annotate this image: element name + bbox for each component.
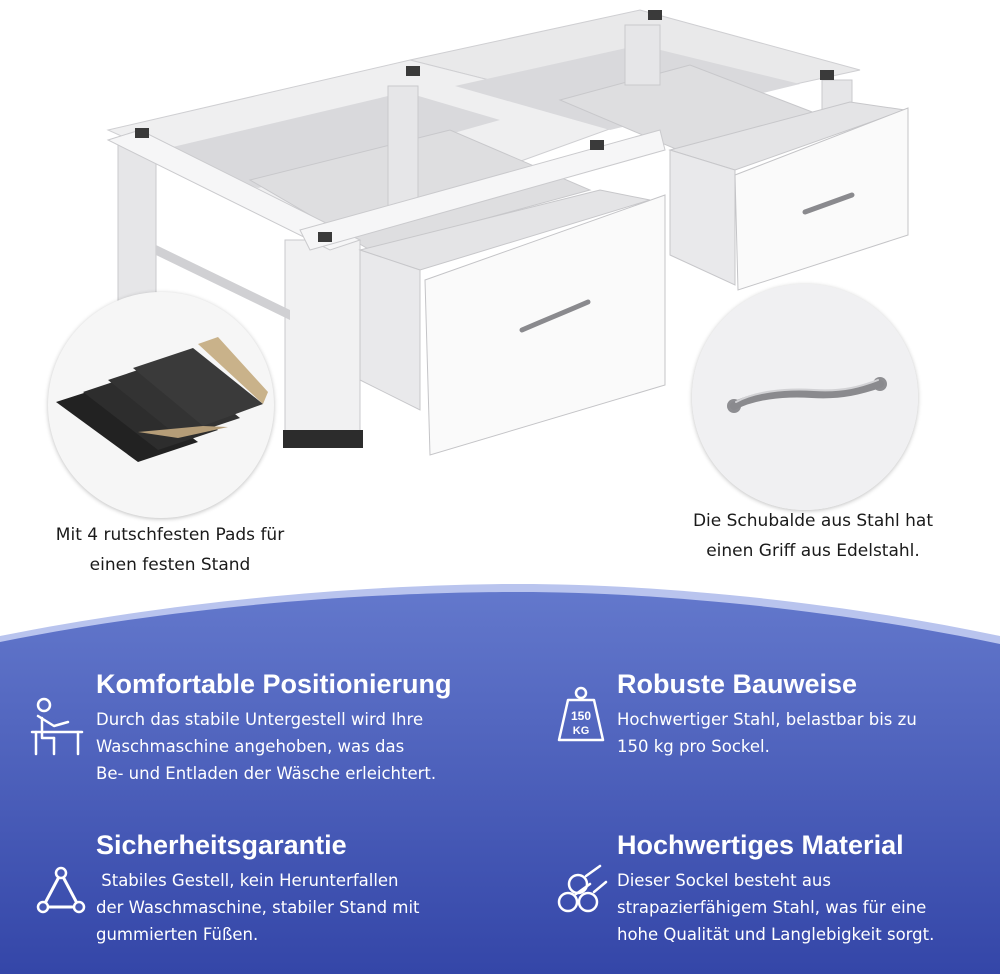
feature-comfortable-positioning: Komfortable Positionierung Durch das sta… [96, 668, 516, 787]
feature-text-line: Be- und Entladen der Wäsche erleichtert. [96, 764, 437, 783]
pads-caption: Mit 4 rutschfesten Pads für einen festen… [20, 520, 320, 580]
weight-icon-number: 150 [571, 709, 591, 723]
feature-title: Robuste Bauweise [617, 669, 858, 699]
feature-robust-construction: Robuste Bauweise Hochwertiger Stahl, bel… [617, 668, 977, 760]
drawer-handle-image [692, 284, 918, 510]
feature-text-line: Stabiles Gestell, kein Herunterfallen [96, 871, 399, 890]
feature-text-line: strapazierfähigem Stahl, was für eine [617, 898, 927, 917]
pads-caption-line-1: Mit 4 rutschfesten Pads für [55, 525, 285, 545]
feature-text: Stabiles Gestell, kein Herunterfallen de… [96, 867, 516, 948]
washing-machine-pedestal-image [106, 9, 909, 456]
weight-150kg-icon: 150 KG [557, 686, 605, 742]
feature-text: Hochwertiger Stahl, belastbar bis zu 150… [617, 706, 977, 760]
feature-text-line: der Waschmaschine, stabiler Stand mit [96, 898, 420, 917]
steel-pipes-icon [557, 864, 608, 913]
feature-safety-guarantee: Sicherheitsgarantie Stabiles Gestell, ke… [96, 829, 516, 948]
feature-text-line: Dieser Sockel besteht aus [617, 871, 831, 890]
band-background [0, 584, 1000, 974]
pads-caption-line-2: einen festen Stand [89, 555, 251, 575]
person-working-icon [30, 697, 84, 756]
rubber-pads-image [56, 337, 268, 462]
feature-title: Komfortable Positionierung [96, 669, 452, 699]
feature-text-line: hohe Qualität und Langlebigkeit sorgt. [617, 925, 935, 944]
handle-caption: Die Schubalde aus Stahl hat einen Griff … [648, 506, 978, 566]
stainless-handle-detail [692, 284, 918, 510]
feature-text-line: gummierten Füßen. [96, 925, 259, 944]
product-image-area: Mit 4 rutschfesten Pads für einen festen… [20, 9, 978, 580]
feature-text-line: Hochwertiger Stahl, belastbar bis zu [617, 710, 917, 729]
triangle-structure-icon [36, 866, 86, 914]
weight-icon-unit: KG [573, 725, 590, 737]
feature-text-line: Durch das stabile Untergestell wird Ihre [96, 710, 424, 729]
feature-text: Dieser Sockel besteht aus strapazierfähi… [617, 867, 987, 948]
handle-caption-line-2: einen Griff aus Edelstahl. [706, 541, 920, 561]
feature-band [0, 584, 1000, 974]
anti-slip-pads-detail [48, 292, 274, 518]
feature-title: Hochwertiges Material [617, 830, 904, 860]
feature-text-line: 150 kg pro Sockel. [617, 737, 770, 756]
feature-text: Durch das stabile Untergestell wird Ihre… [96, 706, 516, 787]
feature-text-line: Waschmaschine angehoben, was das [96, 737, 405, 756]
handle-caption-line-1: Die Schubalde aus Stahl hat [692, 511, 934, 531]
feature-high-quality-material: Hochwertiges Material Dieser Sockel best… [617, 829, 987, 948]
feature-title: Sicherheitsgarantie [96, 830, 347, 860]
